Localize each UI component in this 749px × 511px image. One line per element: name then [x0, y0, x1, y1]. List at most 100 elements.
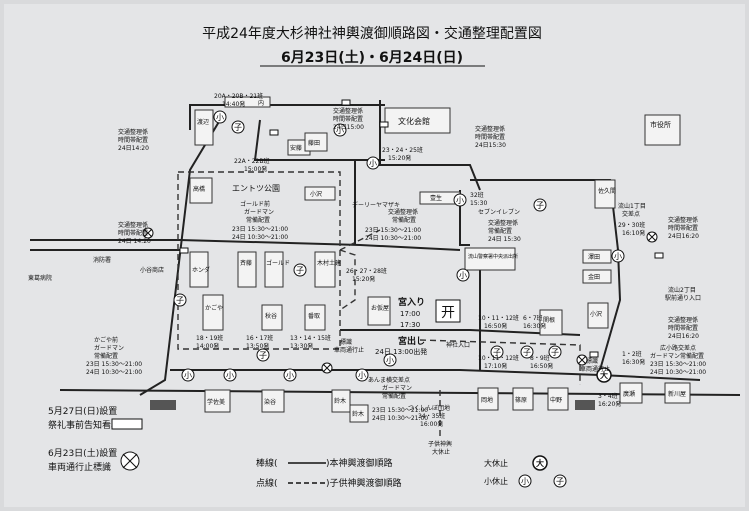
label: 20A・20B・21班: [214, 92, 263, 100]
label: 22A・22B班: [234, 157, 270, 165]
label: 時間帯配置: [333, 115, 363, 123]
label: 鈴木: [352, 410, 364, 418]
legend-main-route-label: )本神輿渡御順路: [326, 457, 393, 469]
legend-child-route-open: 点線(: [256, 477, 278, 489]
label: 10・11・12班: [478, 354, 519, 362]
label: 金田: [588, 273, 600, 281]
label: 常備配置: [94, 352, 118, 360]
label: 佐久間: [598, 187, 616, 195]
block-sekine: [539, 309, 563, 336]
child-rest-icon: 子: [173, 293, 187, 307]
block-saito: [237, 251, 257, 288]
legend-child-rest-icon: 子: [553, 474, 567, 488]
label: 広小路交差点: [660, 344, 696, 352]
legend-notice-board-icon: [111, 418, 143, 430]
label: ゴールド前: [240, 200, 270, 208]
label: 24日 10:30〜21:00: [650, 369, 706, 376]
route-top-street: [189, 104, 385, 130]
block-gold: [264, 251, 284, 288]
svg-text:小: 小: [459, 271, 467, 280]
map-dates: 6月23日(土)・6月24日(日): [281, 49, 463, 66]
svg-text:小: 小: [216, 113, 224, 122]
notice-boards: [179, 99, 664, 358]
svg-text:小: 小: [226, 371, 234, 380]
svg-text:大: 大: [536, 458, 544, 468]
label: 26・27・28班: [346, 267, 387, 275]
svg-text:小: 小: [456, 196, 464, 205]
block-fujita: [304, 132, 328, 152]
label: 16:50発: [484, 322, 507, 330]
child-route-east-loop: [419, 339, 581, 385]
map-labels: 20A・20B・21班 14:40発 内 渡辺 安藤 藤田 交通整理係 時間帯配…: [28, 92, 706, 456]
block-nakano: [547, 387, 569, 411]
label: 24日16:20: [668, 333, 699, 340]
block-sawada: [582, 249, 612, 264]
legend: 5月27日(日)設置 祭礼事前告知看板 6月23日(土)設置 車両通行止標識 棒…: [48, 405, 567, 489]
label: 32班: [470, 191, 484, 199]
block-suzuki1: [331, 389, 351, 413]
label: 交通整理係: [333, 107, 363, 115]
label: 標識: [340, 338, 352, 346]
label: ガードマン常備配置: [650, 352, 704, 360]
svg-text:开: 开: [441, 305, 455, 321]
label: 壹生: [430, 194, 442, 202]
legend-sign-name: 車両通行止標識: [48, 461, 111, 473]
label: 16:30発: [622, 358, 645, 366]
label: 15:20発: [352, 275, 375, 283]
legend-main-route-open: 棒線(: [256, 457, 278, 469]
label: 18・19班: [196, 334, 223, 342]
small-rest-icon: 小: [366, 156, 380, 170]
svg-text:小: 小: [614, 252, 622, 261]
child-route-north-stub: [339, 229, 381, 251]
svg-text:子: 子: [234, 123, 242, 132]
crossing-bars: [150, 400, 595, 410]
notice-board: [379, 121, 389, 128]
label: かごや: [205, 304, 223, 312]
label: 23日 15:30〜21:00: [650, 361, 706, 368]
label: 16:50発: [530, 362, 553, 370]
small-rest-icon: 小: [333, 123, 347, 137]
route-center-north: [459, 190, 470, 246]
block-shiyakusho: [644, 114, 681, 146]
label: 15:00発: [244, 165, 267, 173]
label: 24日 10:30〜21:00: [232, 234, 288, 241]
label: 流山2丁目: [668, 286, 696, 294]
notice-board: [269, 129, 279, 136]
label: 文化会館: [398, 116, 430, 126]
label: 交通整理係: [668, 316, 698, 324]
label: 内: [258, 99, 264, 107]
label: 高橋: [193, 185, 205, 193]
label: 斉藤: [240, 259, 252, 267]
label: 24日14:20: [118, 145, 149, 152]
block-okariya: [367, 296, 391, 326]
label: 13:50発: [246, 342, 269, 350]
label: 17:00: [400, 310, 420, 318]
road-closed-sign: [321, 362, 333, 374]
label: 24日 14:20: [118, 238, 151, 245]
label: 1・2班: [622, 350, 642, 358]
label: 10・11・12班: [478, 314, 519, 322]
label: 関根: [543, 316, 555, 324]
route-middle-avenue: [30, 239, 461, 251]
label: 14:00発: [196, 342, 219, 350]
road-closed-signs: [142, 227, 658, 374]
label: 宮出し: [398, 335, 425, 347]
label: 16・17班: [246, 334, 273, 342]
label: 常備配置: [382, 392, 406, 400]
label: 廣瀬: [623, 390, 635, 398]
small-rest-icon: 小: [283, 368, 297, 382]
label: 常備配置: [488, 227, 512, 235]
label: 大休止: [432, 448, 450, 456]
label: 24日15:30: [475, 142, 506, 149]
label: 木村土建: [317, 259, 341, 267]
label: 29・30班: [618, 221, 645, 229]
legend-sign-date: 6月23日(土)設置: [48, 447, 117, 459]
label: 24日 13:00出発: [375, 347, 427, 356]
label: 24日15:00: [333, 124, 364, 131]
label: 藤田: [308, 139, 320, 147]
label: 小谷商店: [140, 266, 164, 274]
svg-text:子: 子: [551, 348, 559, 357]
svg-text:小: 小: [184, 371, 192, 380]
svg-text:小: 小: [358, 371, 366, 380]
